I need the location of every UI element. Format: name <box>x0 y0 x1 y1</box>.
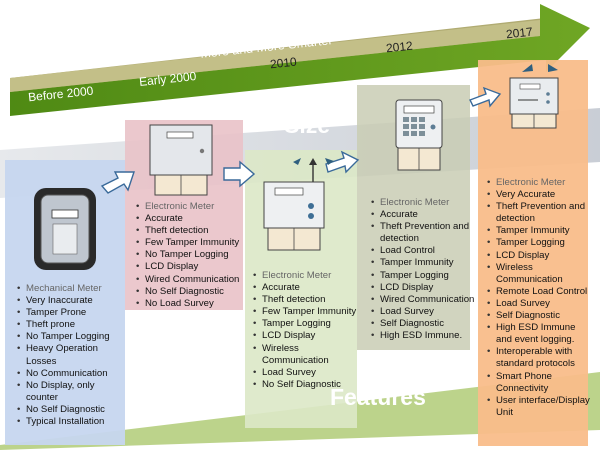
feature-item: Theft Prevention and detection <box>371 221 475 245</box>
feature-item: Smart Phone Connectivity <box>487 371 591 395</box>
feature-item: LCD Display <box>136 261 248 273</box>
feature-item: Heavy Operation Losses <box>17 343 125 367</box>
feature-item: Load Survey <box>371 306 475 318</box>
chevron-arrow-icon <box>469 86 502 108</box>
feature-item: Accurate <box>371 209 475 221</box>
mechanical-meter-icon <box>34 188 96 270</box>
chevron-arrow-icon <box>325 150 360 174</box>
feature-item: No Self Diagnostic <box>136 286 248 298</box>
feature-item: Accurate <box>253 282 359 294</box>
feature-item: Accurate <box>136 213 248 225</box>
chevron-arrow-icon <box>100 171 135 194</box>
feature-item: Tamper Prone <box>17 307 125 319</box>
feature-item: LCD Display <box>487 250 591 262</box>
feature-item: High ESD Immune. <box>371 330 475 342</box>
feature-item: Theft detection <box>136 225 248 237</box>
smart-meter-icon <box>509 64 559 129</box>
feature-item: Few Tamper Immunity <box>136 237 248 249</box>
electronic-meter-icon <box>149 124 213 196</box>
feature-item: Typical Installation <box>17 416 125 428</box>
feature-item: Wired Communication <box>371 294 475 306</box>
feature-item: No Communication <box>17 368 125 380</box>
size-label: Size <box>284 112 331 138</box>
feature-item: Theft Prevention and detection <box>487 201 591 225</box>
feature-item: Interoperable with standard protocols <box>487 346 591 370</box>
keypad-meter-icon <box>395 99 443 171</box>
feature-item: Tamper Immunity <box>371 257 475 269</box>
feature-item: User interface/Display Unit <box>487 395 591 419</box>
feature-item: Few Tamper Immunity <box>253 306 359 318</box>
feature-list-2017: Electronic MeterVery AccurateTheft Preve… <box>487 177 591 419</box>
feature-item: Theft prone <box>17 319 125 331</box>
feature-item: Load Survey <box>253 367 359 379</box>
feature-item: Electronic Meter <box>253 270 359 282</box>
feature-item: Load Survey <box>487 298 591 310</box>
feature-item: Theft detection <box>253 294 359 306</box>
feature-item: Load Control <box>371 245 475 257</box>
feature-item: Very Accurate <box>487 189 591 201</box>
timeline-arrow-top <box>10 20 540 92</box>
era-label-2017: 2017 <box>505 24 534 42</box>
feature-item: Electronic Meter <box>136 201 248 213</box>
era-label-2010: 2010 <box>269 54 298 72</box>
feature-list-2012: Electronic MeterAccurateTheft Prevention… <box>371 197 475 342</box>
feature-list-2010: Electronic MeterAccurateTheft detectionF… <box>253 270 359 391</box>
wireless-meter-icon <box>263 158 334 251</box>
feature-item: No Self Diagnostic <box>253 379 359 391</box>
feature-list-early-2000: Electronic MeterAccurateTheft detectionF… <box>136 201 248 310</box>
feature-item: Electronic Meter <box>371 197 475 209</box>
feature-item: Tamper Logging <box>371 270 475 282</box>
feature-item: Very Inaccurate <box>17 295 125 307</box>
feature-item: Tamper Logging <box>487 237 591 249</box>
feature-item: No Display, only counter <box>17 380 125 404</box>
feature-list-before-2000: Mechanical MeterVery InaccurateTamper Pr… <box>17 283 125 428</box>
feature-item: LCD Display <box>371 282 475 294</box>
feature-item: No Load Survey <box>136 298 248 310</box>
feature-item: Self Diagnostic <box>371 318 475 330</box>
chevron-arrow-icon <box>223 160 256 188</box>
feature-item: Wired Communication <box>136 274 248 286</box>
feature-item: No Tamper Logging <box>17 331 125 343</box>
feature-item: Wireless Communication <box>253 343 359 367</box>
feature-item: Self Diagnostic <box>487 310 591 322</box>
feature-item: Mechanical Meter <box>17 283 125 295</box>
feature-item: Tamper Logging <box>253 318 359 330</box>
feature-item: No Tamper Logging <box>136 249 248 261</box>
feature-item: No Self Diagnostic <box>17 404 125 416</box>
feature-item: Electronic Meter <box>487 177 591 189</box>
feature-item: High ESD Immune and event logging. <box>487 322 591 346</box>
feature-item: Tamper Immunity <box>487 225 591 237</box>
era-label-2012: 2012 <box>385 38 414 56</box>
timeline-arrow <box>10 4 590 116</box>
feature-item: LCD Display <box>253 330 359 342</box>
feature-item: Wireless Communication <box>487 262 591 286</box>
feature-item: Remote Load Control <box>487 286 591 298</box>
